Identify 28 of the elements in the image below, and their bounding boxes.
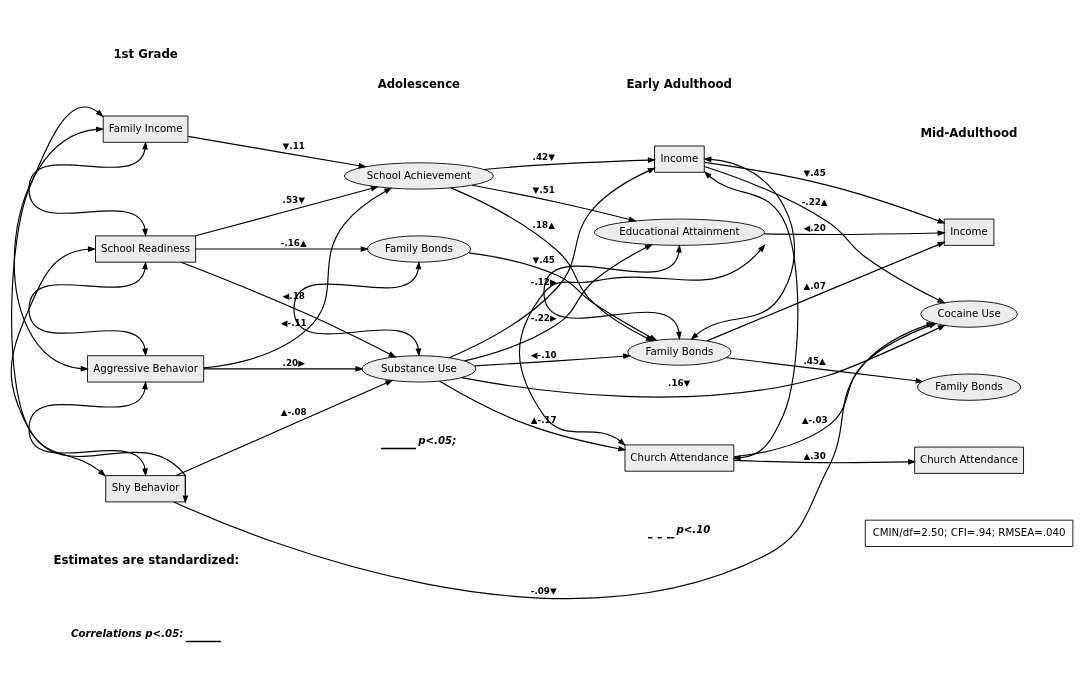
edge-label: -.16▲ (280, 237, 307, 248)
label: Adolescence (377, 76, 461, 91)
edge-label: .16▼ (668, 377, 691, 388)
edge-label: .53▼ (282, 194, 305, 205)
label: Early Adulthood (626, 76, 732, 91)
edge-label: ▲.07 (803, 280, 826, 291)
edge-label: ▲.30 (803, 450, 826, 461)
legend-label: p<.10 (676, 523, 711, 535)
edge-label: .20▶ (282, 357, 305, 368)
edge-label: .42▼ (532, 151, 555, 162)
edge-label: .18▲ (532, 219, 555, 230)
label: 1st Grade (113, 46, 178, 61)
edge-label: ▼.51 (532, 184, 555, 195)
label: Estimates are standardized: (53, 552, 240, 567)
edge-label: ▼.45 (803, 167, 826, 178)
edge-label: -.22▲ (801, 196, 828, 207)
legend-label: Correlations p<.05: (71, 627, 184, 639)
edge-label: ▲-.08 (280, 406, 307, 417)
edge-label: -.09▼ (530, 585, 557, 596)
edge-label: .45▲ (803, 355, 826, 366)
edge-label: ▲-.03 (801, 414, 828, 425)
edge-label: ◀.20 (803, 222, 826, 233)
legend-label: p<.05; (418, 434, 457, 446)
label: Mid-Adulthood (920, 125, 1018, 140)
edge-label: ▼.11 (282, 140, 305, 151)
edge-label: -.22▶ (530, 312, 557, 323)
edge-label: ▼.45 (532, 254, 555, 265)
edge-label: ◀-.10 (530, 349, 557, 360)
